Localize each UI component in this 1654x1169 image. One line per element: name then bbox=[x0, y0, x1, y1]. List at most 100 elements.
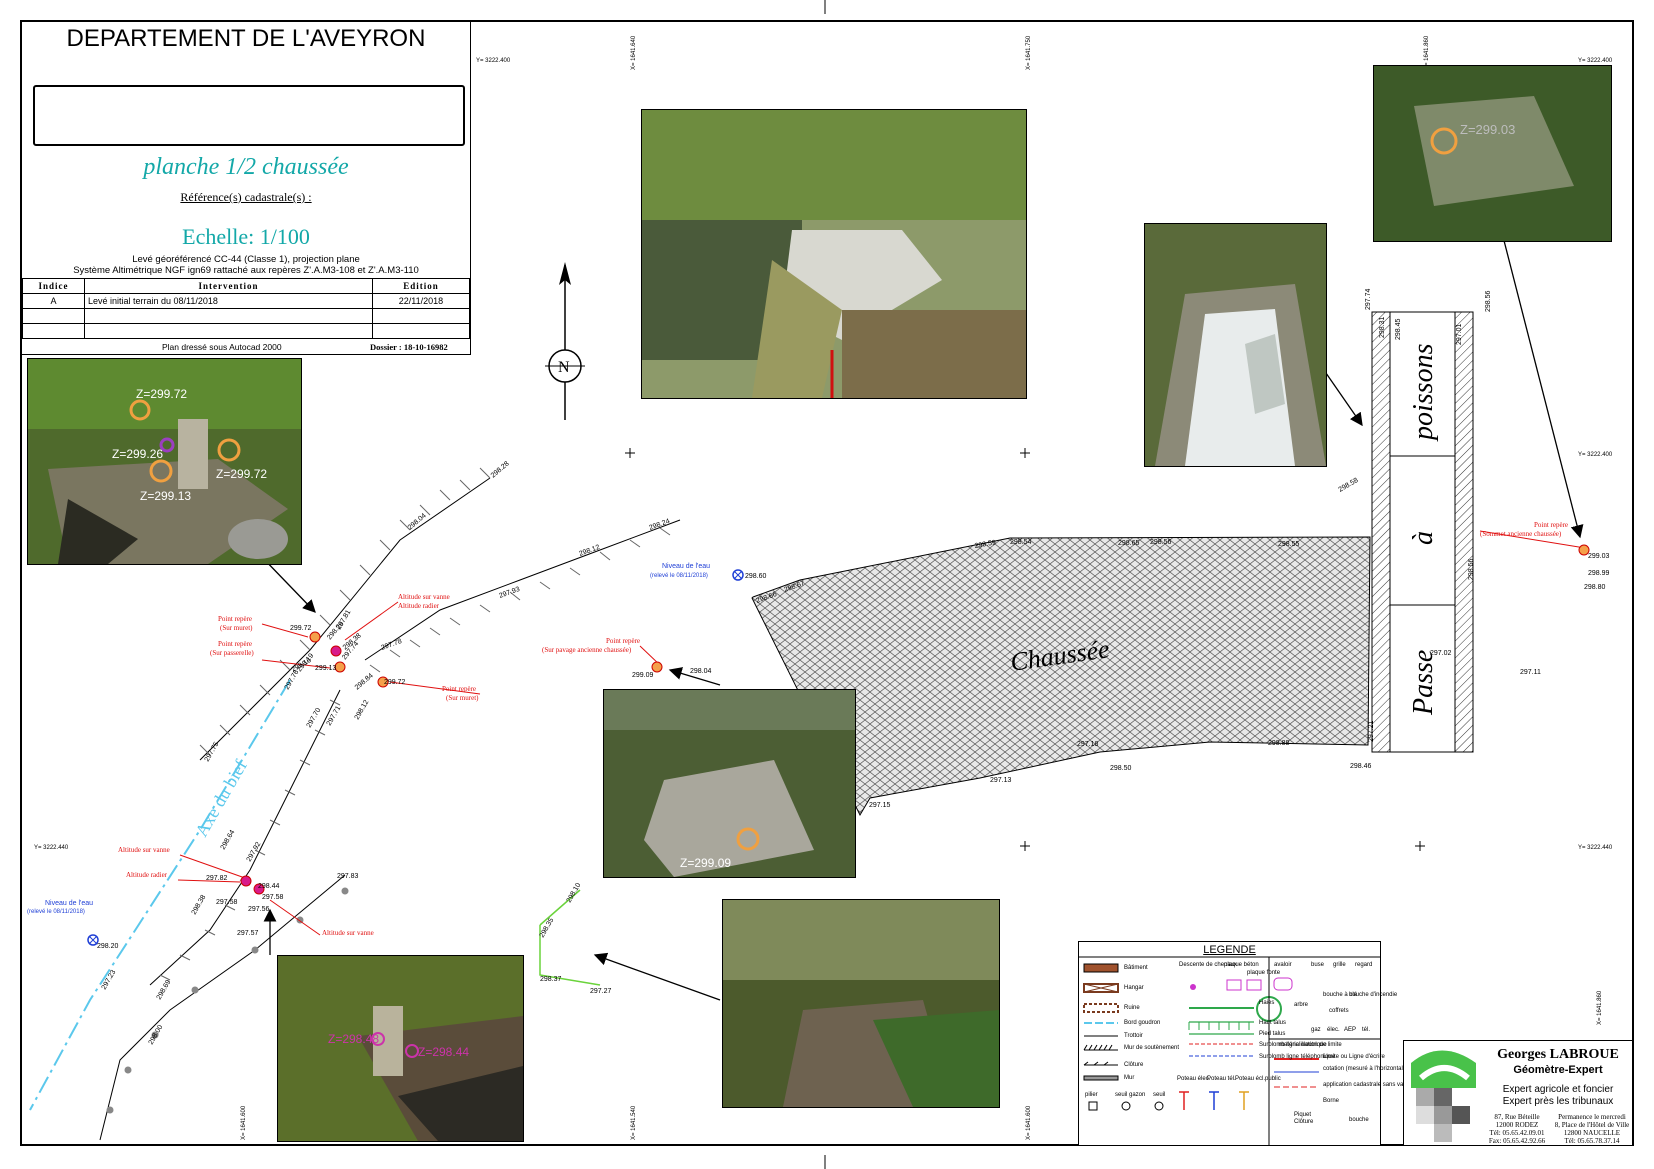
legend-poteau-eclair: Poteau écl.public bbox=[1235, 1076, 1281, 1082]
legend-gaz: gaz bbox=[1311, 1027, 1321, 1033]
geometre-line2: Expert près les tribunaux bbox=[1502, 1096, 1614, 1107]
geometre-addr1: 87, Rue Béteille bbox=[1494, 1113, 1540, 1121]
svg-text:298.56: 298.56 bbox=[1468, 558, 1475, 580]
bank-walls bbox=[149, 467, 681, 986]
svg-text:298.24: 298.24 bbox=[648, 518, 671, 532]
svg-text:297.81: 297.81 bbox=[336, 609, 353, 631]
svg-text:298.59: 298.59 bbox=[974, 539, 996, 550]
svg-text:297.11: 297.11 bbox=[1520, 669, 1541, 676]
svg-text:299.72: 299.72 bbox=[384, 679, 406, 686]
svg-text:298.84: 298.84 bbox=[354, 672, 375, 691]
svg-text:298.12: 298.12 bbox=[578, 544, 601, 558]
geometre-perm2: 8, Place de l'Hôtel de Ville bbox=[1554, 1121, 1630, 1129]
svg-text:298.35: 298.35 bbox=[539, 917, 556, 939]
svg-text:298.69: 298.69 bbox=[156, 979, 173, 1001]
svg-text:298.80: 298.80 bbox=[1584, 584, 1606, 591]
photo-z-label: Z=299.72 bbox=[216, 467, 268, 481]
th-intervention: Intervention bbox=[84, 278, 373, 294]
north-label: N bbox=[558, 359, 570, 376]
svg-text:298.58: 298.58 bbox=[1338, 477, 1360, 494]
legend-title: LEGENDE bbox=[1203, 944, 1256, 956]
svg-text:297.01: 297.01 bbox=[1456, 323, 1463, 345]
svg-text:298.60: 298.60 bbox=[745, 573, 767, 580]
legend-trottoir: Trottoir bbox=[1124, 1033, 1143, 1039]
grid-x1: X= 1641.640 bbox=[631, 35, 637, 70]
legend-ruine: Ruine bbox=[1124, 1005, 1140, 1011]
dossier-number: Dossier : 18-10-16982 bbox=[370, 342, 448, 352]
svg-text:299.09: 299.09 bbox=[632, 672, 654, 679]
legend-surplomb-elec: Surplomb ligne électrique bbox=[1259, 1042, 1327, 1048]
photo-passe-poissons bbox=[1144, 223, 1327, 467]
geometre-line1: Expert agricole et foncier bbox=[1502, 1084, 1614, 1095]
svg-text:Altitude sur vanne: Altitude sur vanne bbox=[398, 593, 450, 601]
legend: LEGENDE Bâtiment bbox=[1078, 941, 1438, 1146]
svg-text:298.56: 298.56 bbox=[1485, 290, 1492, 312]
legend-bouche-cle: bouche à clé bbox=[1323, 992, 1358, 998]
svg-text:Point repère: Point repère bbox=[218, 640, 252, 648]
north-arrow: N bbox=[545, 262, 585, 420]
legend-regard: regard bbox=[1355, 962, 1373, 968]
svg-text:Altitude sur vanne: Altitude sur vanne bbox=[118, 846, 170, 854]
svg-text:297.75: 297.75 bbox=[204, 741, 221, 763]
svg-text:298.56: 298.56 bbox=[1150, 539, 1172, 546]
photo-repere-sommet: Z=299.03 bbox=[1373, 65, 1612, 242]
photo-z-label: Z=298.44 bbox=[418, 1045, 470, 1059]
svg-text:297.83: 297.83 bbox=[337, 873, 359, 880]
svg-text:297.71: 297.71 bbox=[326, 705, 343, 727]
legend-cloture: Clôture bbox=[1124, 1062, 1144, 1068]
water-level-1: Niveau de l'eau (relevé le 08/11/2018) 2… bbox=[650, 563, 767, 581]
legend-bouche: bouche bbox=[1349, 1117, 1369, 1123]
svg-text:297.15: 297.15 bbox=[869, 802, 891, 809]
legend-seuil: seuil gazon bbox=[1115, 1092, 1146, 1098]
green-path bbox=[539, 889, 601, 986]
passe-label: Passe bbox=[1408, 650, 1439, 716]
photo-pavage: Z=299.09 bbox=[603, 689, 856, 878]
geometre-addr2: 12000 RODEZ bbox=[1495, 1121, 1539, 1129]
title-block: DEPARTEMENT DE L'AVEYRON planche 1/2 cha… bbox=[21, 21, 471, 355]
svg-text:298.65: 298.65 bbox=[1118, 540, 1140, 547]
poissons-label: poissons bbox=[1408, 343, 1439, 442]
grid-x-bottom3: X= 1641.600 bbox=[1026, 1105, 1032, 1140]
legend-bord: Bord goudron bbox=[1124, 1020, 1161, 1026]
svg-text:298.12: 298.12 bbox=[354, 699, 371, 721]
department-title: DEPARTEMENT DE L'AVEYRON bbox=[66, 25, 426, 52]
red-leaders bbox=[177, 530, 1586, 936]
table-cell bbox=[84, 323, 373, 339]
svg-text:297.57: 297.57 bbox=[237, 930, 259, 937]
passe-a-poissons: Passe à poissons bbox=[1371, 311, 1474, 753]
svg-text:297.18: 297.18 bbox=[1077, 741, 1099, 748]
table-cell bbox=[84, 308, 373, 324]
svg-text:297.56: 297.56 bbox=[248, 906, 270, 913]
geometre-addr4: Fax: 05.65.42.92.66 bbox=[1488, 1137, 1546, 1145]
svg-text:(Sur passerelle): (Sur passerelle) bbox=[210, 649, 254, 657]
svg-text:Niveau de l'eau: Niveau de l'eau bbox=[662, 563, 710, 570]
legend-haut-talus: Haut talus bbox=[1259, 1020, 1287, 1026]
svg-text:298.38: 298.38 bbox=[191, 894, 208, 916]
svg-text:Point repère: Point repère bbox=[442, 685, 476, 693]
geometre-perm3: 12800 NAUCELLE bbox=[1563, 1129, 1621, 1137]
planche-title: planche 1/2 chaussée bbox=[143, 154, 349, 180]
svg-text:297.27: 297.27 bbox=[590, 988, 612, 995]
photo-chaussee-overview bbox=[641, 109, 1027, 399]
road-poles bbox=[99, 874, 349, 1141]
svg-text:298.88: 298.88 bbox=[1268, 740, 1290, 747]
legend-buse: buse bbox=[1311, 962, 1325, 968]
grid-y-right-top: Y= 3222.400 bbox=[1578, 58, 1613, 64]
geometre-perm1: Permanence le mercredi bbox=[1558, 1113, 1626, 1121]
plan-frame bbox=[20, 20, 1634, 1146]
legend-application: application cadastrale sans valeur jurid… bbox=[1323, 1082, 1438, 1088]
grid-y-top: Y= 3222.400 bbox=[476, 58, 511, 64]
a-label: à bbox=[1408, 531, 1439, 545]
autocad-note: Plan dressé sous Autocad 2000 bbox=[162, 342, 282, 352]
svg-text:298.55: 298.55 bbox=[1278, 541, 1300, 548]
svg-text:297.76: 297.76 bbox=[284, 669, 301, 691]
photo-z-label: Z=299.13 bbox=[140, 489, 192, 503]
legend-pilier: pilier bbox=[1085, 1092, 1098, 1098]
legend-limite: Limite ou Ligne d'écrire bbox=[1323, 1054, 1385, 1060]
legend-grille: grille bbox=[1333, 962, 1346, 968]
svg-text:298.00: 298.00 bbox=[148, 1024, 165, 1046]
legend-piquet: Piquet bbox=[1294, 1112, 1312, 1118]
th-edition: Edition bbox=[372, 278, 470, 294]
svg-text:297.58: 297.58 bbox=[216, 899, 238, 906]
